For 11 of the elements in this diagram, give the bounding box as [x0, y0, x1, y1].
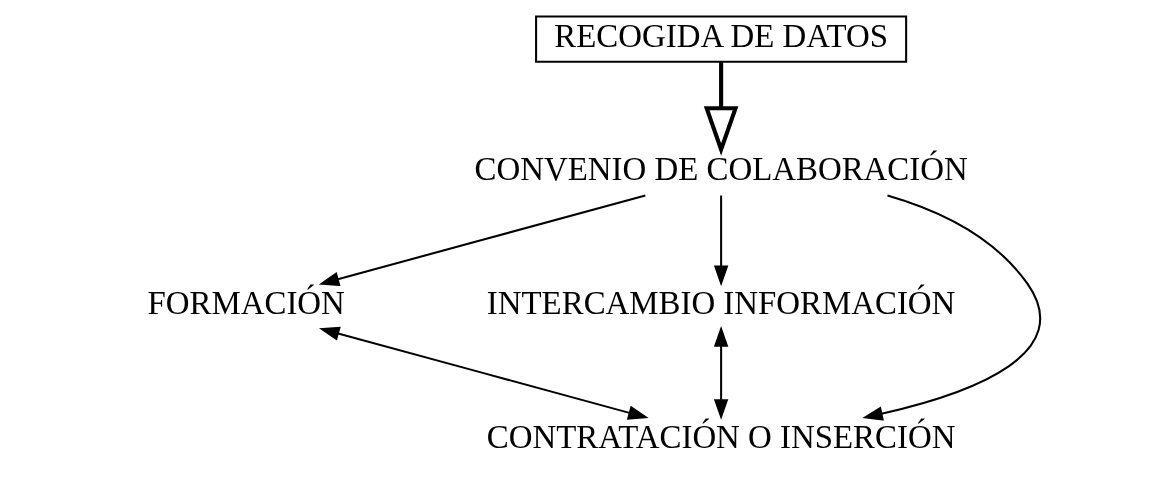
arrow: [318, 194, 646, 286]
arrow: [713, 326, 728, 420]
node-box: RECOGIDA DE DATOS: [534, 15, 907, 63]
node-text: FORMACIÓN: [147, 285, 345, 322]
arrow: [318, 326, 649, 420]
arrow: [703, 61, 738, 156]
node-text: CONVENIO DE COLABORACIÓN: [474, 151, 968, 188]
arrow: [713, 195, 728, 287]
node-text: CONTRATACIÓN O INSERCIÓN: [486, 418, 955, 455]
arrow: [861, 194, 1041, 421]
node-text: INTERCAMBIO INFORMACIÓN: [486, 285, 955, 322]
